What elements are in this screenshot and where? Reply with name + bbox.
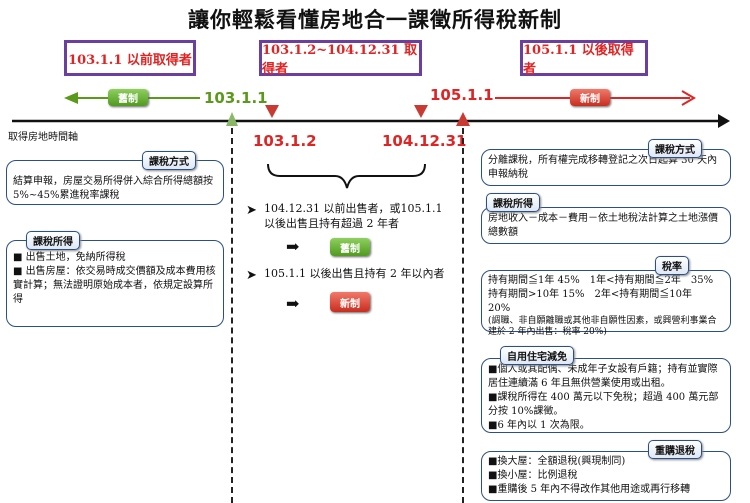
arrow-to-new: ➡ xyxy=(286,294,300,313)
period-label: 103.1.2~104.12.31 取得者 xyxy=(262,43,418,77)
divider-left xyxy=(231,128,233,503)
middle-case-2: 105.1.1 以後出售且持有 2 年以內者 xyxy=(264,267,445,280)
arrow-to-old: ➡ xyxy=(286,237,300,256)
middle-case-1: 104.12.31 以前出售者，或105.1.1 以後出售且持有超過 2 年者 xyxy=(264,202,443,230)
rate-row-1: 持有期間≦1年 45% 1年<持有期間≦2年 35% xyxy=(488,275,714,286)
divider-right xyxy=(462,128,464,503)
left-method-text: 結算申報，房屋交易所得併入綜合所得總額按 5%~45%累進稅率課稅 xyxy=(13,176,213,201)
exempt-item-2: ■課稅所得在 400 萬元以下免稅；超過 400 萬元部分按 10%課徵。 xyxy=(488,392,719,417)
curly-brace xyxy=(267,163,426,189)
refund-item-3: ■重購後 5 年內不得改作其他用途或再行移轉 xyxy=(488,484,691,495)
right-rate-tag: 稅率 xyxy=(655,256,689,275)
date-103-1-1: 103.1.1 xyxy=(204,89,268,107)
marker-104-12-31 xyxy=(414,105,428,118)
brace xyxy=(267,163,426,189)
right-method-tag: 課稅方式 xyxy=(648,139,702,158)
date-104-12-31: 104.12.31 xyxy=(382,132,467,150)
date-105-1-1: 105.1.1 xyxy=(430,86,494,104)
marker-103-1-2 xyxy=(265,105,279,118)
marker-105-1-1 xyxy=(456,112,470,126)
refund-item-2: ■換小屋：比例退稅 xyxy=(488,470,578,481)
left-income-item-1: ■ 出售土地，免納所得稅 xyxy=(13,252,126,263)
middle-old-tag: 舊制 xyxy=(330,238,370,256)
right-method-card: 分離課稅，所有權完成移轉登記之次日起算 30 天內申報納稅 xyxy=(481,149,731,186)
period-box-before: 103.1.1 以前取得者 xyxy=(64,40,196,76)
left-method-tag: 課稅方式 xyxy=(142,151,196,170)
new-arrow-head xyxy=(681,90,696,106)
page-title: 讓你輕鬆看懂房地合一課徵所得稅新制 xyxy=(188,7,562,32)
left-income-tag: 課稅所得 xyxy=(26,231,80,250)
right-method-text: 分離課稅，所有權完成移轉登記之次日起算 30 天內申報納稅 xyxy=(488,155,718,180)
refund-item-1: ■換大屋：全額退稅(興現制同) xyxy=(488,456,626,467)
right-income-tag: 課稅所得 xyxy=(486,193,540,212)
exempt-item-3: ■6 年內以 1 次為限。 xyxy=(488,420,590,431)
period-box-middle: 103.1.2~104.12.31 取得者 xyxy=(259,40,422,77)
right-refund-card: ■換大屋：全額退稅(興現制同) ■換小屋：比例退稅 ■重購後 5 年內不得改作其… xyxy=(481,451,731,501)
right-refund-tag: 重購退稅 xyxy=(648,440,702,459)
bullet-arrow-2: ➤ xyxy=(246,268,257,283)
right-rate-card: 持有期間≦1年 45% 1年<持有期間≦2年 35% 持有期間>10年 15% … xyxy=(481,270,731,337)
date-103-1-2: 103.1.2 xyxy=(253,132,317,150)
axis-label: 取得房地時間軸 xyxy=(8,132,78,143)
exempt-item-1: ■個人或其配偶、未成年子女設有戶籍；持有並實際居住連續滿 6 年且無供營業使用或… xyxy=(488,364,718,389)
bullet-arrow-1: ➤ xyxy=(246,203,257,218)
timeline-arrowhead xyxy=(718,114,730,128)
right-income-card: 房地收入－成本－費用－依土地稅法計算之土地漲價總數額 xyxy=(481,207,731,244)
right-exempt-tag: 自用住宅減免 xyxy=(500,346,574,365)
old-arrow-head xyxy=(64,92,78,104)
rate-row-2: 持有期間>10年 15% 2年<持有期間≦10年 20% xyxy=(488,289,702,314)
period-box-after: 105.1.1 以後取得者 xyxy=(520,40,648,77)
right-income-text: 房地收入－成本－費用－依土地稅法計算之土地漲價總數額 xyxy=(488,213,718,238)
old-system-tag: 舊制 xyxy=(108,89,148,106)
rate-note: (調職、非自願離職或其他非自願性因素，或興營利事業合建於 2 年內出售：稅率 2… xyxy=(488,316,717,337)
period-label: 105.1.1 以後取得者 xyxy=(523,43,634,77)
middle-new-tag: 新制 xyxy=(330,292,370,312)
period-label: 103.1.1 以前取得者 xyxy=(68,52,192,68)
left-income-card: ■ 出售土地，免納所得稅 ■ 出售房屋：依交易時成交價額及成本費用核實計算；無法… xyxy=(6,240,224,327)
new-system-tag: 新制 xyxy=(570,89,610,106)
marker-103-1-1 xyxy=(226,112,238,126)
right-exempt-card: ■個人或其配偶、未成年子女設有戶籍；持有並實際居住連續滿 6 年且無供營業使用或… xyxy=(481,358,731,433)
left-income-item-2: ■ 出售房屋：依交易時成交價額及成本費用核實計算；無法證明原始成本者，依規定設算… xyxy=(13,266,216,305)
